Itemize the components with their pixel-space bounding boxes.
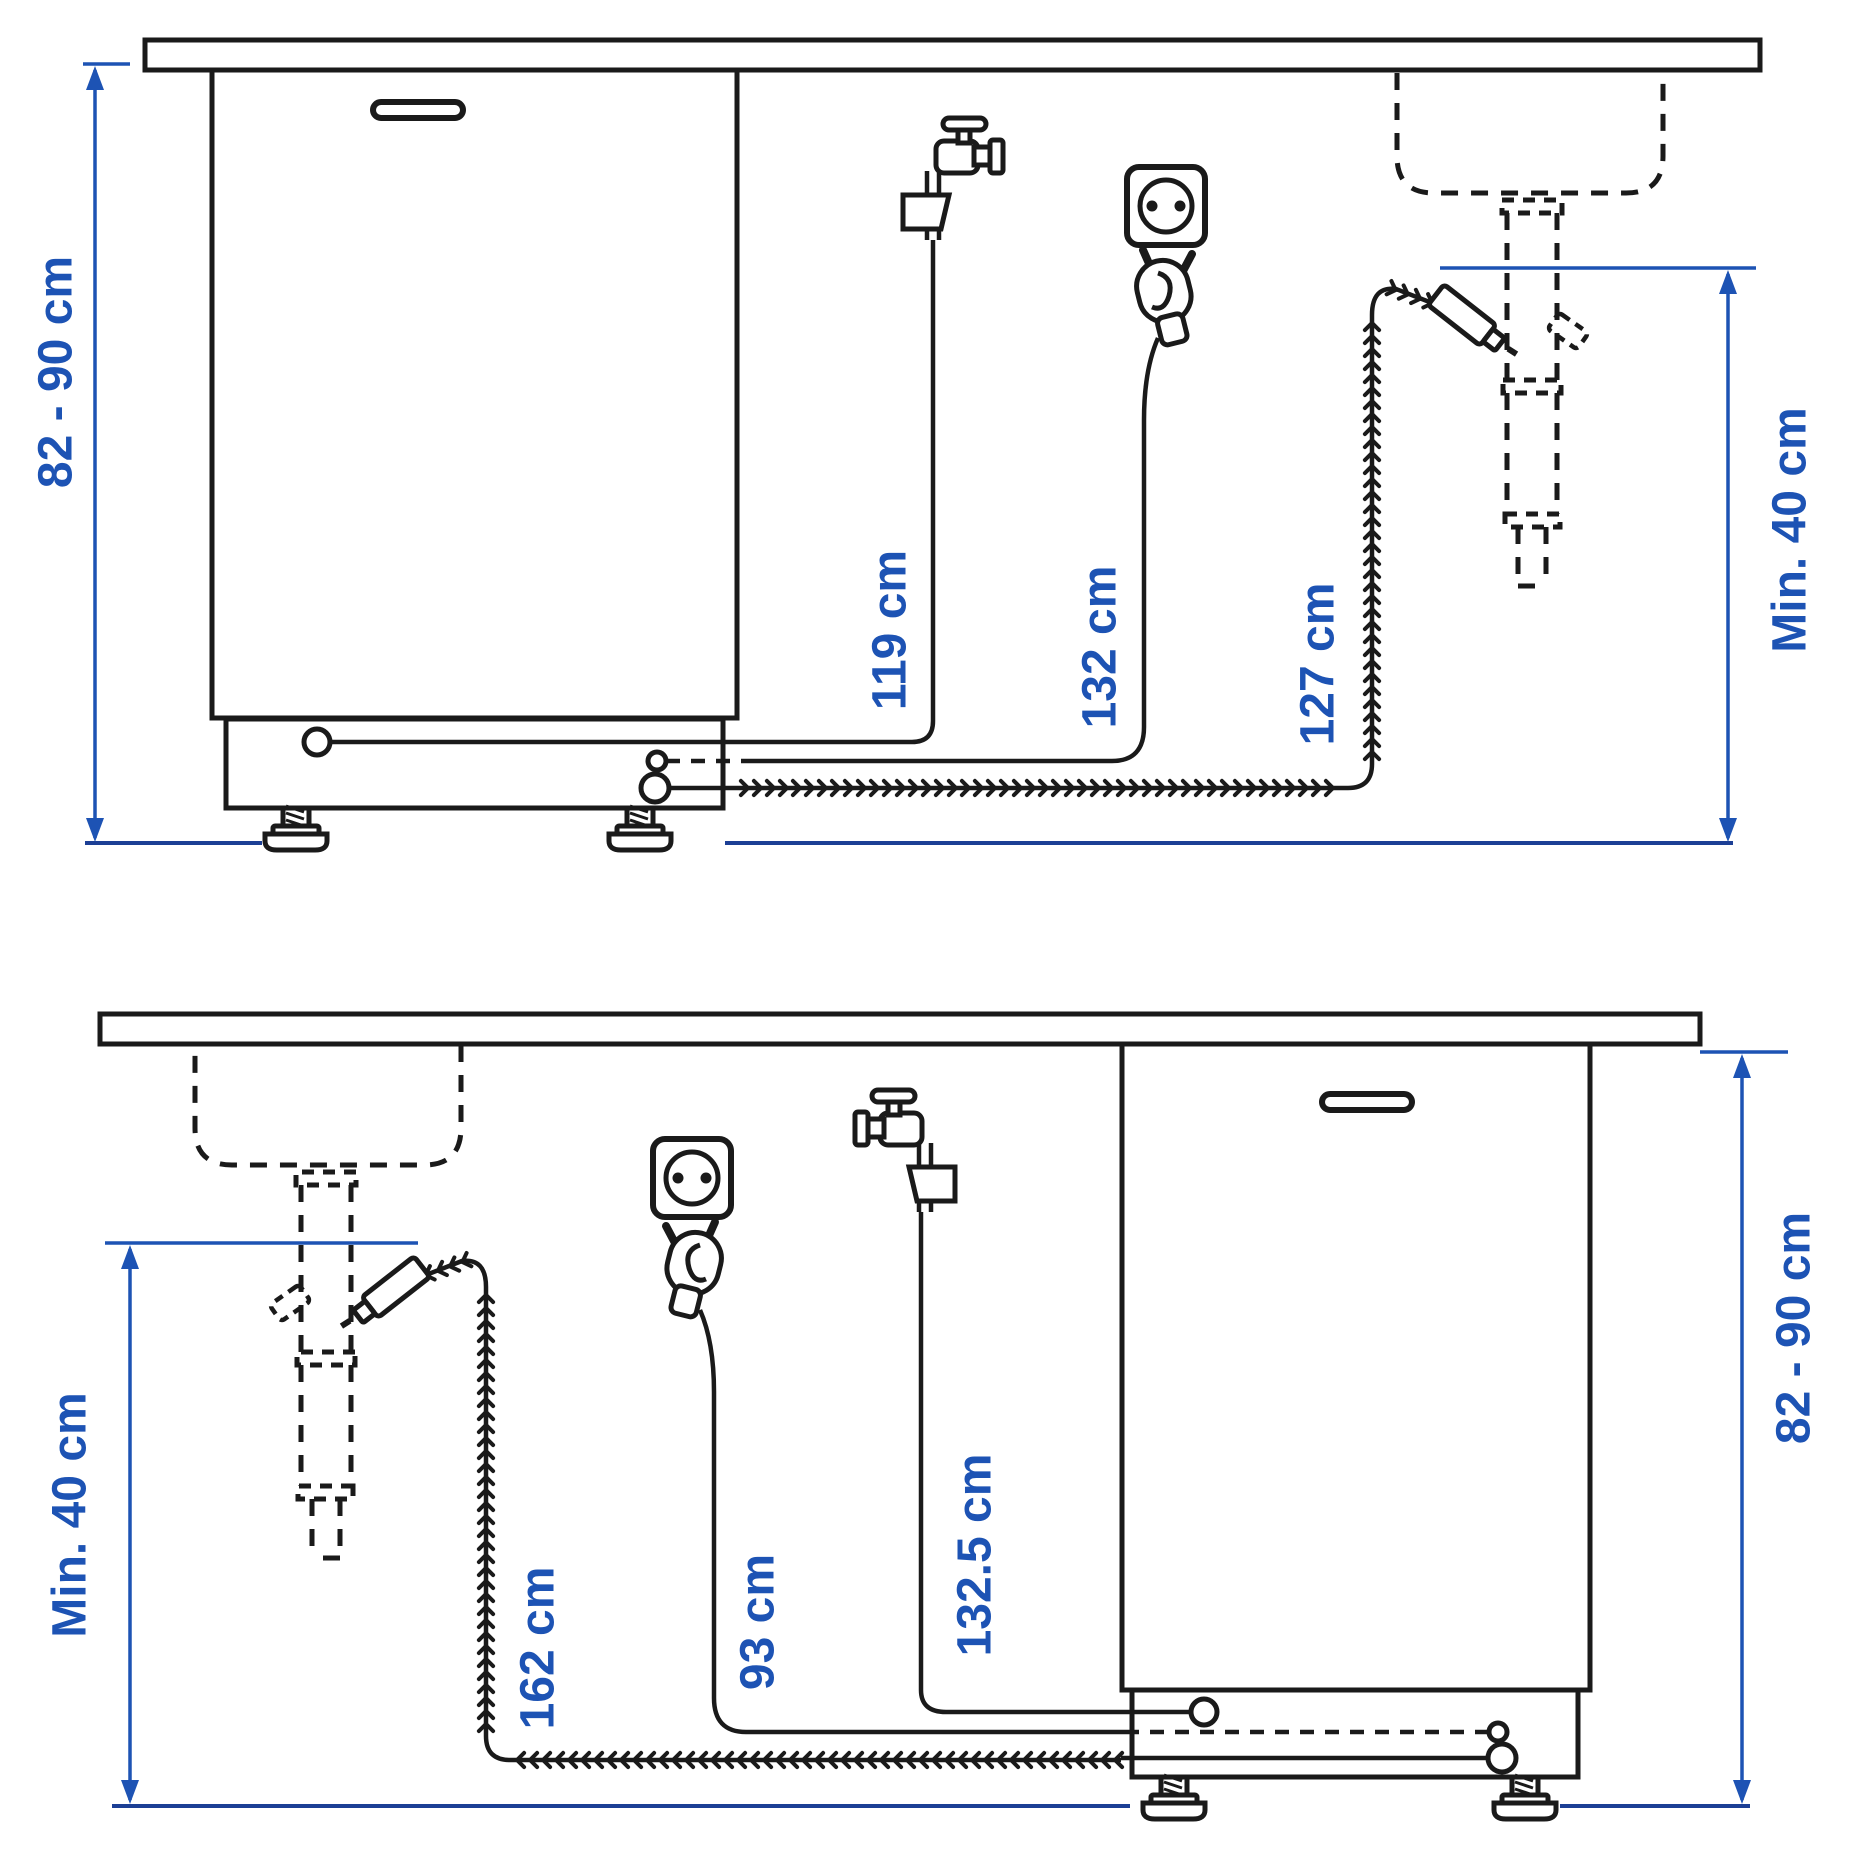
drain-length-label: 162 cm: [512, 1567, 565, 1730]
cabinet-height-label: 82 - 90 cm: [30, 256, 83, 488]
power-cord-line: [750, 337, 1161, 764]
power-length-label: 93 cm: [732, 1554, 785, 1690]
supply-hose-line: [330, 240, 936, 745]
dishwasher-icon: [209, 67, 740, 850]
power-connection-port: [1486, 1720, 1510, 1744]
sink-icon: [1397, 73, 1663, 586]
dimension-cabinet-height: 82 - 90 cm: [1700, 1050, 1821, 1804]
cabinet-height-label: 82 - 90 cm: [1768, 1212, 1821, 1444]
power-cord-line: [697, 1309, 1130, 1735]
drain-connection-port: [1485, 1741, 1519, 1775]
drain-hose-icon: [737, 286, 1446, 791]
leveling-foot: [609, 806, 671, 850]
supply-length-label: 132.5 cm: [949, 1454, 1002, 1657]
leveling-foot: [1143, 1775, 1205, 1819]
countertop: [97, 1011, 1703, 1047]
dimension-cabinet-height: 82 - 90 cm: [30, 62, 130, 842]
drain-hose-texture: [422, 1251, 1125, 1770]
sink-icon: [195, 1045, 461, 1558]
supply-hose-line: [918, 1212, 1191, 1715]
leveling-foot: [1494, 1775, 1556, 1819]
power-connection-port: [645, 749, 669, 773]
dimension-drain-clearance: Min. 40 cm: [44, 1241, 418, 1804]
faucet-icon: [903, 118, 1003, 240]
dimension-drain-clearance: Min. 40 cm: [1440, 266, 1817, 842]
drain-connection-port: [638, 771, 672, 805]
drain-hose-texture: [738, 279, 1436, 798]
leveling-foot: [265, 806, 327, 850]
drain-clearance-label: Min. 40 cm: [1764, 407, 1817, 652]
supply-connection-port: [1188, 1696, 1220, 1728]
faucet-icon: [855, 1090, 955, 1212]
dishwasher-icon: [1119, 1041, 1593, 1819]
drain-length-label: 127 cm: [1292, 583, 1345, 746]
diagram-top: 82 - 90 cm Min. 40 cm 119 cm 132 cm 127 …: [30, 37, 1817, 850]
drain-clearance-label: Min. 40 cm: [44, 1392, 97, 1637]
power-outlet-icon: [653, 1139, 731, 1321]
door-handle: [1319, 1091, 1415, 1113]
countertop: [142, 37, 1763, 73]
drain-hose-icon: [412, 1258, 1121, 1763]
diagram-bottom: 82 - 90 cm Min. 40 cm 132.5 cm 93 cm 162…: [44, 1011, 1821, 1819]
dishwasher-door: [209, 67, 740, 721]
power-length-label: 132 cm: [1074, 566, 1127, 729]
supply-length-label: 119 cm: [864, 550, 917, 710]
door-handle: [370, 99, 466, 121]
dishwasher-door: [1119, 1041, 1593, 1693]
power-outlet-icon: [1127, 167, 1205, 349]
supply-connection-port: [301, 726, 333, 758]
